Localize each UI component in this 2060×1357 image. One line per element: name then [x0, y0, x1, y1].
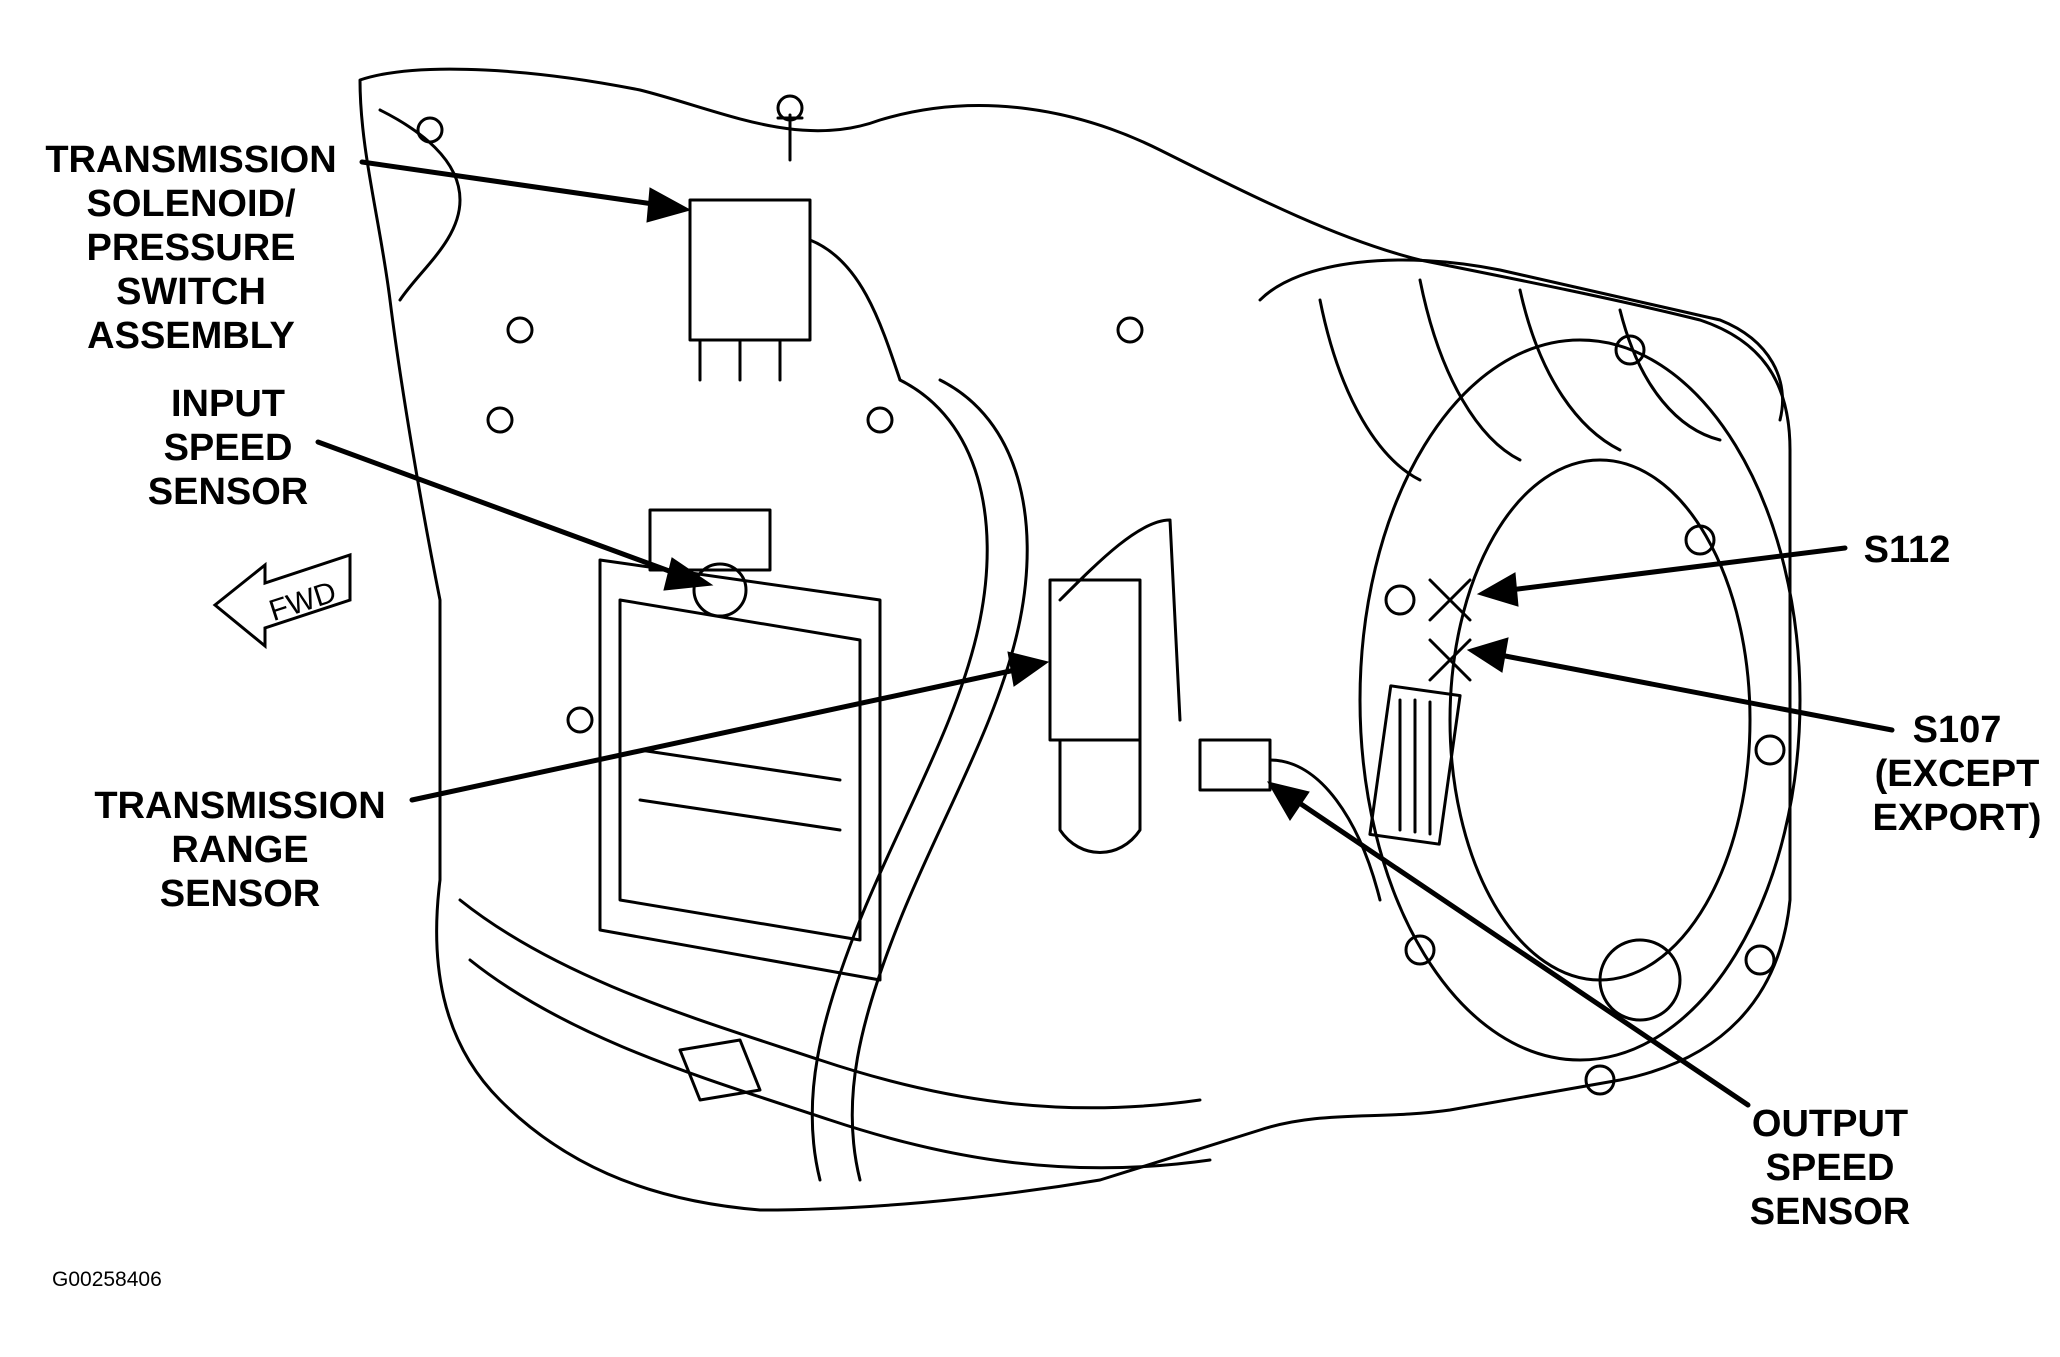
- bolt: [1684, 524, 1716, 556]
- engine-outline: [358, 67, 1792, 1212]
- leader-s112: [1507, 545, 1848, 593]
- range-sensor-connector: [1048, 578, 1142, 742]
- splice-s112-mark: [1428, 578, 1472, 622]
- label-s107: S107 (EXCEPT EXPORT): [1872, 709, 2042, 839]
- bolt: [1384, 584, 1416, 616]
- label-input-speed-sensor: INPUT SPEED SENSOR: [147, 383, 309, 513]
- output-speed-sensor: [1198, 738, 1272, 792]
- valve-body: [598, 558, 882, 982]
- manifold-runners: [1258, 258, 1784, 422]
- input-speed-sensor: [648, 508, 772, 572]
- leader-output-speed: [1292, 797, 1751, 1108]
- label-s112: S112: [1863, 529, 1951, 571]
- bolt: [1584, 1064, 1616, 1096]
- bolt: [1614, 334, 1646, 366]
- mounting-screw: [776, 113, 804, 162]
- leader-input-speed: [315, 439, 683, 578]
- splice-sleeve: [1368, 684, 1462, 846]
- fwd-arrow-icon: [212, 552, 352, 650]
- wiring-harness: [810, 378, 989, 1182]
- solenoid-connector: [688, 198, 812, 342]
- bolt: [1404, 934, 1436, 966]
- figure-code: G00258406: [52, 1268, 162, 1291]
- leader-range-sensor: [409, 667, 1018, 803]
- leader-s107: [1497, 652, 1895, 733]
- coolant-hose: [458, 898, 1202, 1110]
- splice-s107-mark: [1428, 638, 1472, 682]
- bolt: [1754, 734, 1786, 766]
- label-output-speed-sensor: OUTPUT SPEED SENSOR: [1749, 1103, 1911, 1233]
- bell-housing: [1358, 338, 1802, 1062]
- label-solenoid-assembly: TRANSMISSION SOLENOID/ PRESSURE SWITCH A…: [45, 139, 337, 357]
- leader-solenoid: [359, 159, 663, 208]
- label-range-sensor: TRANSMISSION RANGE SENSOR: [94, 785, 386, 915]
- hose-clamp: [678, 1038, 762, 1102]
- bolt: [1744, 944, 1776, 976]
